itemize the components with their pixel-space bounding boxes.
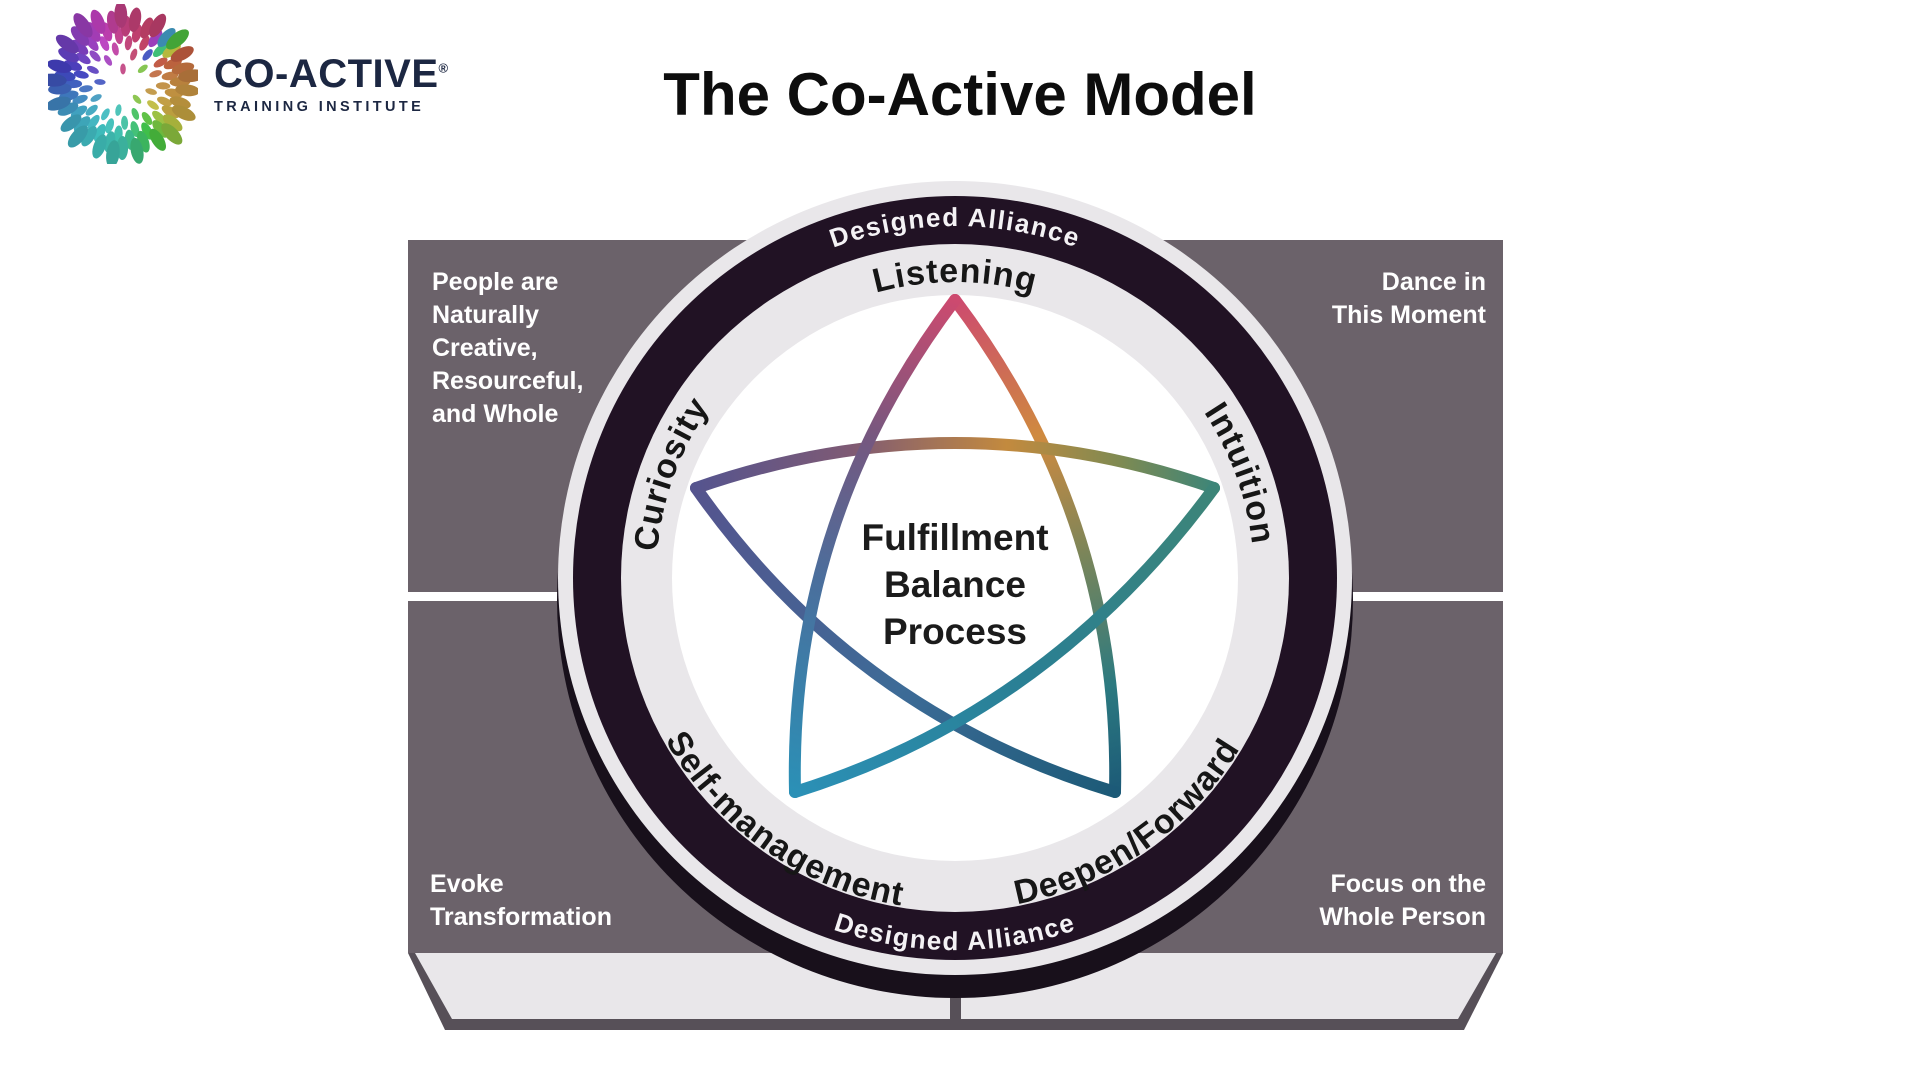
cornerstones-panel: People are Naturally Creative, Resourcef… <box>408 240 1503 953</box>
spiral-petal <box>86 65 99 74</box>
spiral-petal <box>178 69 198 83</box>
spiral-petal <box>90 94 102 102</box>
spiral-petal <box>85 104 98 116</box>
spiral-petal <box>99 36 110 51</box>
cornerstone-bottom-right: Focus on the Whole Person <box>1319 870 1486 931</box>
spiral-petal <box>87 114 100 130</box>
spiral-petal <box>94 79 106 85</box>
spiral-petal <box>140 17 154 39</box>
spiral-petal <box>139 35 150 51</box>
spiral-petal <box>81 126 97 147</box>
spiral-petal <box>171 105 196 121</box>
spiral-petal <box>121 115 129 130</box>
spiral-petal <box>60 114 82 132</box>
spiral-petal <box>149 13 167 38</box>
logo-brand-name: CO-ACTIVE® <box>214 52 449 96</box>
cornerstone-top-left: People are Naturally Creative, Resourcef… <box>432 268 584 428</box>
spiral-petal <box>115 104 122 116</box>
spiral-petal <box>149 70 162 78</box>
spiral-petal <box>152 110 167 125</box>
logo-text: CO-ACTIVE® TRAINING INSTITUTE <box>214 53 449 115</box>
spiral-petal <box>166 29 189 50</box>
spiral-petal <box>103 55 113 66</box>
spiral-petal <box>55 34 79 54</box>
spiral-petal <box>157 27 176 48</box>
spiral-petal <box>48 73 67 87</box>
spiral-petal <box>67 125 88 148</box>
pedestal-outline <box>408 953 1503 1030</box>
spiral-petal <box>130 137 144 164</box>
spiral-petal <box>79 85 93 93</box>
quadrant-divider-line <box>408 592 1503 601</box>
spiral-petal <box>131 107 140 120</box>
spiral-petal <box>170 46 194 62</box>
logo-spiral-icon <box>48 4 198 164</box>
pedestal-divider <box>950 953 961 1019</box>
spiral-petal <box>73 13 93 38</box>
spiral-petal <box>105 118 115 134</box>
spiral-petal <box>48 96 71 111</box>
spiral-petal <box>157 96 172 107</box>
spiral-petal <box>155 82 171 90</box>
spiral-petal <box>114 4 128 28</box>
pedestal-base <box>408 953 1503 1030</box>
spiral-petal <box>58 47 79 63</box>
registered-mark: ® <box>438 60 449 76</box>
spiral-petal <box>142 49 153 61</box>
spiral-petal <box>101 108 110 121</box>
spiral-petal <box>145 88 157 95</box>
cornerstone-bottom-left: Evoke Transformation <box>430 870 612 931</box>
logo-subtitle: TRAINING INSTITUTE <box>214 99 425 115</box>
spiral-petal <box>48 59 72 73</box>
spiral-petal <box>141 111 153 126</box>
spiral-petal <box>175 84 198 97</box>
brand-logo: CO-ACTIVE® TRAINING INSTITUTE <box>48 4 449 164</box>
spiral-petal <box>92 134 107 159</box>
spiral-petal <box>137 64 148 74</box>
spiral-petal <box>89 50 101 62</box>
spiral-petal <box>73 70 89 79</box>
spiral-petal <box>90 9 106 34</box>
spiral-petal <box>128 7 142 33</box>
spiral-petal <box>57 102 79 116</box>
spiral-petal <box>111 42 119 56</box>
spiral-petal <box>85 35 99 51</box>
spiral-petal <box>106 140 120 164</box>
spiral-petal <box>147 100 159 110</box>
pedestal-fill <box>415 953 1496 1019</box>
spiral-petal <box>161 105 180 119</box>
page-title: The Co-Active Model <box>663 61 1257 128</box>
spiral-petal <box>93 124 106 142</box>
cornerstone-top-right: Dance in This Moment <box>1331 268 1486 329</box>
spiral-petal <box>120 63 126 75</box>
spiral-petal <box>132 94 142 104</box>
spiral-petal <box>149 128 166 151</box>
spiral-petal <box>161 123 183 145</box>
spiral-petal <box>75 52 91 65</box>
spiral-petal <box>152 43 168 58</box>
spiral-petal <box>153 57 168 68</box>
spiral-petal <box>124 35 133 51</box>
spiral-petal <box>70 26 90 46</box>
spiral-petal <box>148 29 163 48</box>
spiral-petal <box>130 48 138 61</box>
spiral-petal <box>162 114 183 132</box>
